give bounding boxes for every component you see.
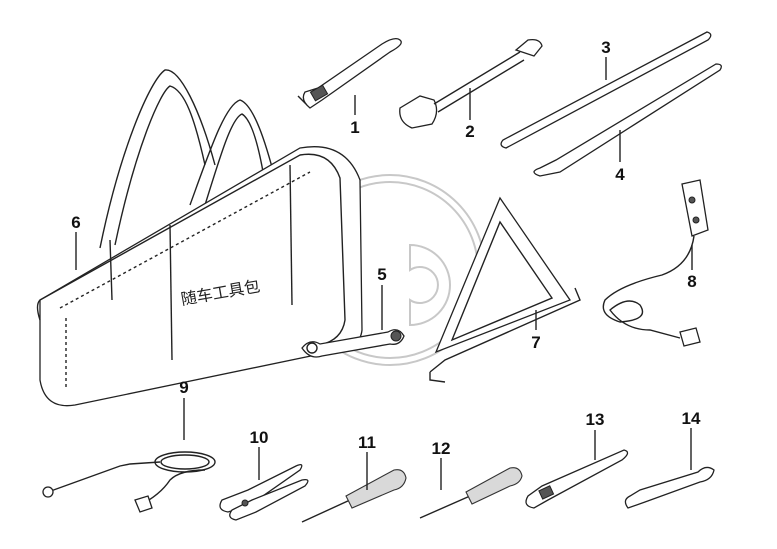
slotted-screwdriver-drawing <box>301 469 407 523</box>
callout-10: 10 <box>250 428 269 447</box>
warning-triangle-drawing <box>429 196 581 383</box>
callout-3: 3 <box>601 38 610 57</box>
callout-14: 14 <box>682 409 701 428</box>
phillips-screwdriver-drawing <box>419 467 523 519</box>
callout-13: 13 <box>586 410 605 429</box>
callout-numbers: 1 2 3 4 5 6 7 8 9 10 11 12 13 14 <box>71 38 701 458</box>
callout-11: 11 <box>358 433 376 452</box>
callout-12: 12 <box>432 439 451 458</box>
callout-6: 6 <box>71 213 80 232</box>
callout-7: 7 <box>531 333 540 352</box>
tool-bag-drawing: 随车工具包 <box>36 69 363 407</box>
callout-2: 2 <box>465 122 474 141</box>
pliers-drawing <box>219 464 309 521</box>
callout-9: 9 <box>179 378 188 397</box>
jumper-cable-drawing <box>42 451 216 513</box>
adjustable-wrench-small-drawing <box>297 38 402 109</box>
inspection-lamp-drawing <box>602 179 709 347</box>
callout-1: 1 <box>350 118 359 137</box>
tow-hook-wrench-drawing <box>301 329 405 358</box>
adjustable-wrench-large-drawing <box>525 449 629 509</box>
callout-8: 8 <box>687 272 696 291</box>
open-end-wrench-drawing <box>624 466 715 509</box>
pry-bars-drawing <box>500 31 722 177</box>
callout-5: 5 <box>377 265 386 284</box>
leader-lines <box>75 57 693 490</box>
callout-4: 4 <box>615 165 625 184</box>
wheel-brace-drawing <box>399 38 543 129</box>
